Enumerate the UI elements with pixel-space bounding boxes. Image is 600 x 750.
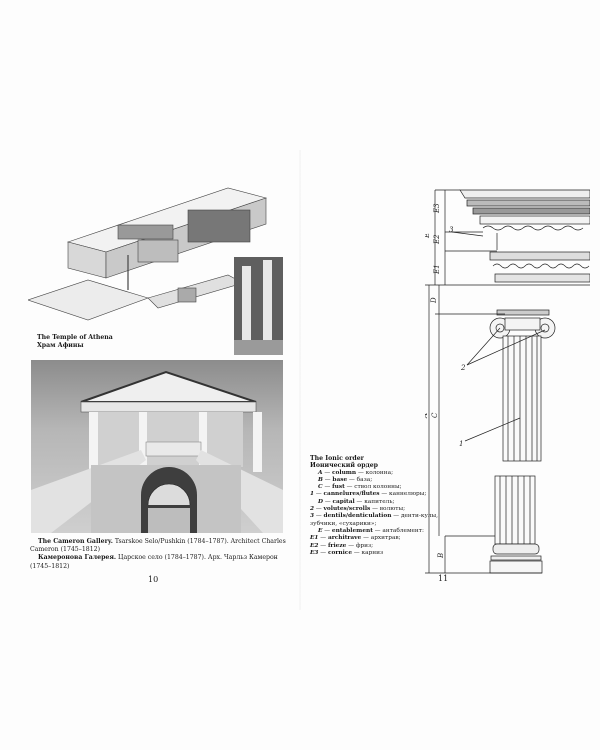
- legend-item-entablement: E — entablement — антаблемент:: [318, 527, 424, 534]
- page-number-left: 10: [148, 575, 159, 584]
- cameron-caption-ru: Камеронова Галерея. Царское село (1784–1…: [30, 554, 288, 570]
- cameron-caption-en-title: The Cameron Gallery.: [38, 538, 113, 545]
- label-e1: E1: [433, 264, 441, 275]
- legend-item-cornice: E3 — cornice — карниз: [310, 549, 384, 556]
- label-d: D: [430, 297, 438, 304]
- legend-item-capital: D — capital — капитель;: [318, 498, 395, 505]
- athena-caption: The Temple of Athena Храм Афины: [37, 334, 113, 350]
- cameron-caption-ru-title: Камеронова Галерея.: [38, 554, 117, 562]
- label-3: 3: [449, 226, 454, 234]
- legend-item-frieze: E2 — frieze — фриз;: [310, 542, 374, 549]
- temple-drawing-icon: [27, 187, 283, 355]
- ionic-column-drawing-icon: E3 E E2 E1 D A C B 3 2 1: [421, 189, 591, 574]
- page-number-right: 11: [438, 574, 449, 583]
- legend-item-architrave: E1 — architrave — архитрав;: [310, 535, 401, 542]
- label-c: C: [431, 412, 439, 418]
- cameron-caption: The Cameron Gallery. Tsarskoe Selo/Pushk…: [30, 538, 288, 571]
- legend-item-column: A — column — колонна;: [318, 469, 394, 476]
- label-1: 1: [459, 440, 463, 448]
- legend-item-volutes: 2 — volutes/scrolls — волюты;: [310, 506, 406, 513]
- cameron-caption-en: The Cameron Gallery. Tsarskoe Selo/Pushk…: [30, 538, 288, 554]
- cameron-caption-ru-details: Царское село (1784–1787). Арх. Чарльз Ка…: [30, 554, 278, 570]
- cameron-gallery-photo: [31, 360, 283, 533]
- legend-item-fust: C — fust — ствол колонны;: [318, 484, 402, 491]
- label-2: 2: [460, 364, 466, 372]
- ionic-order-legend: The Ionic order Ионический ордер A — col…: [310, 455, 445, 557]
- athena-caption-ru: Храм Афины: [37, 342, 84, 349]
- label-e3: E3: [433, 203, 441, 214]
- label-e2: E2: [433, 234, 441, 245]
- legend-item-dentils: 3 — dentils/denticulation — денти-кулы, …: [310, 513, 439, 527]
- legend-title-en: The Ionic order: [310, 455, 364, 462]
- athena-caption-en: The Temple of Athena: [37, 334, 113, 341]
- legend-item-base: B — base — база;: [318, 476, 373, 483]
- label-e: E: [425, 233, 431, 239]
- temple-of-athena-illustration: [27, 180, 283, 355]
- label-a: A: [425, 413, 429, 419]
- legend-item-cannelures: 1 — cannelures/flutes — каннелюры;: [310, 491, 427, 498]
- cameron-caption-en-details: Tsarskoe Selo/Pushkin (1784–1787). Archi…: [30, 538, 286, 554]
- label-b: B: [437, 553, 445, 559]
- legend-title-ru: Ионический ордер: [310, 462, 378, 470]
- cameron-gallery-drawing-icon: [31, 370, 283, 533]
- book-gutter: [299, 150, 301, 610]
- ionic-column-diagram: E3 E E2 E1 D A C B 3 2 1: [421, 178, 591, 578]
